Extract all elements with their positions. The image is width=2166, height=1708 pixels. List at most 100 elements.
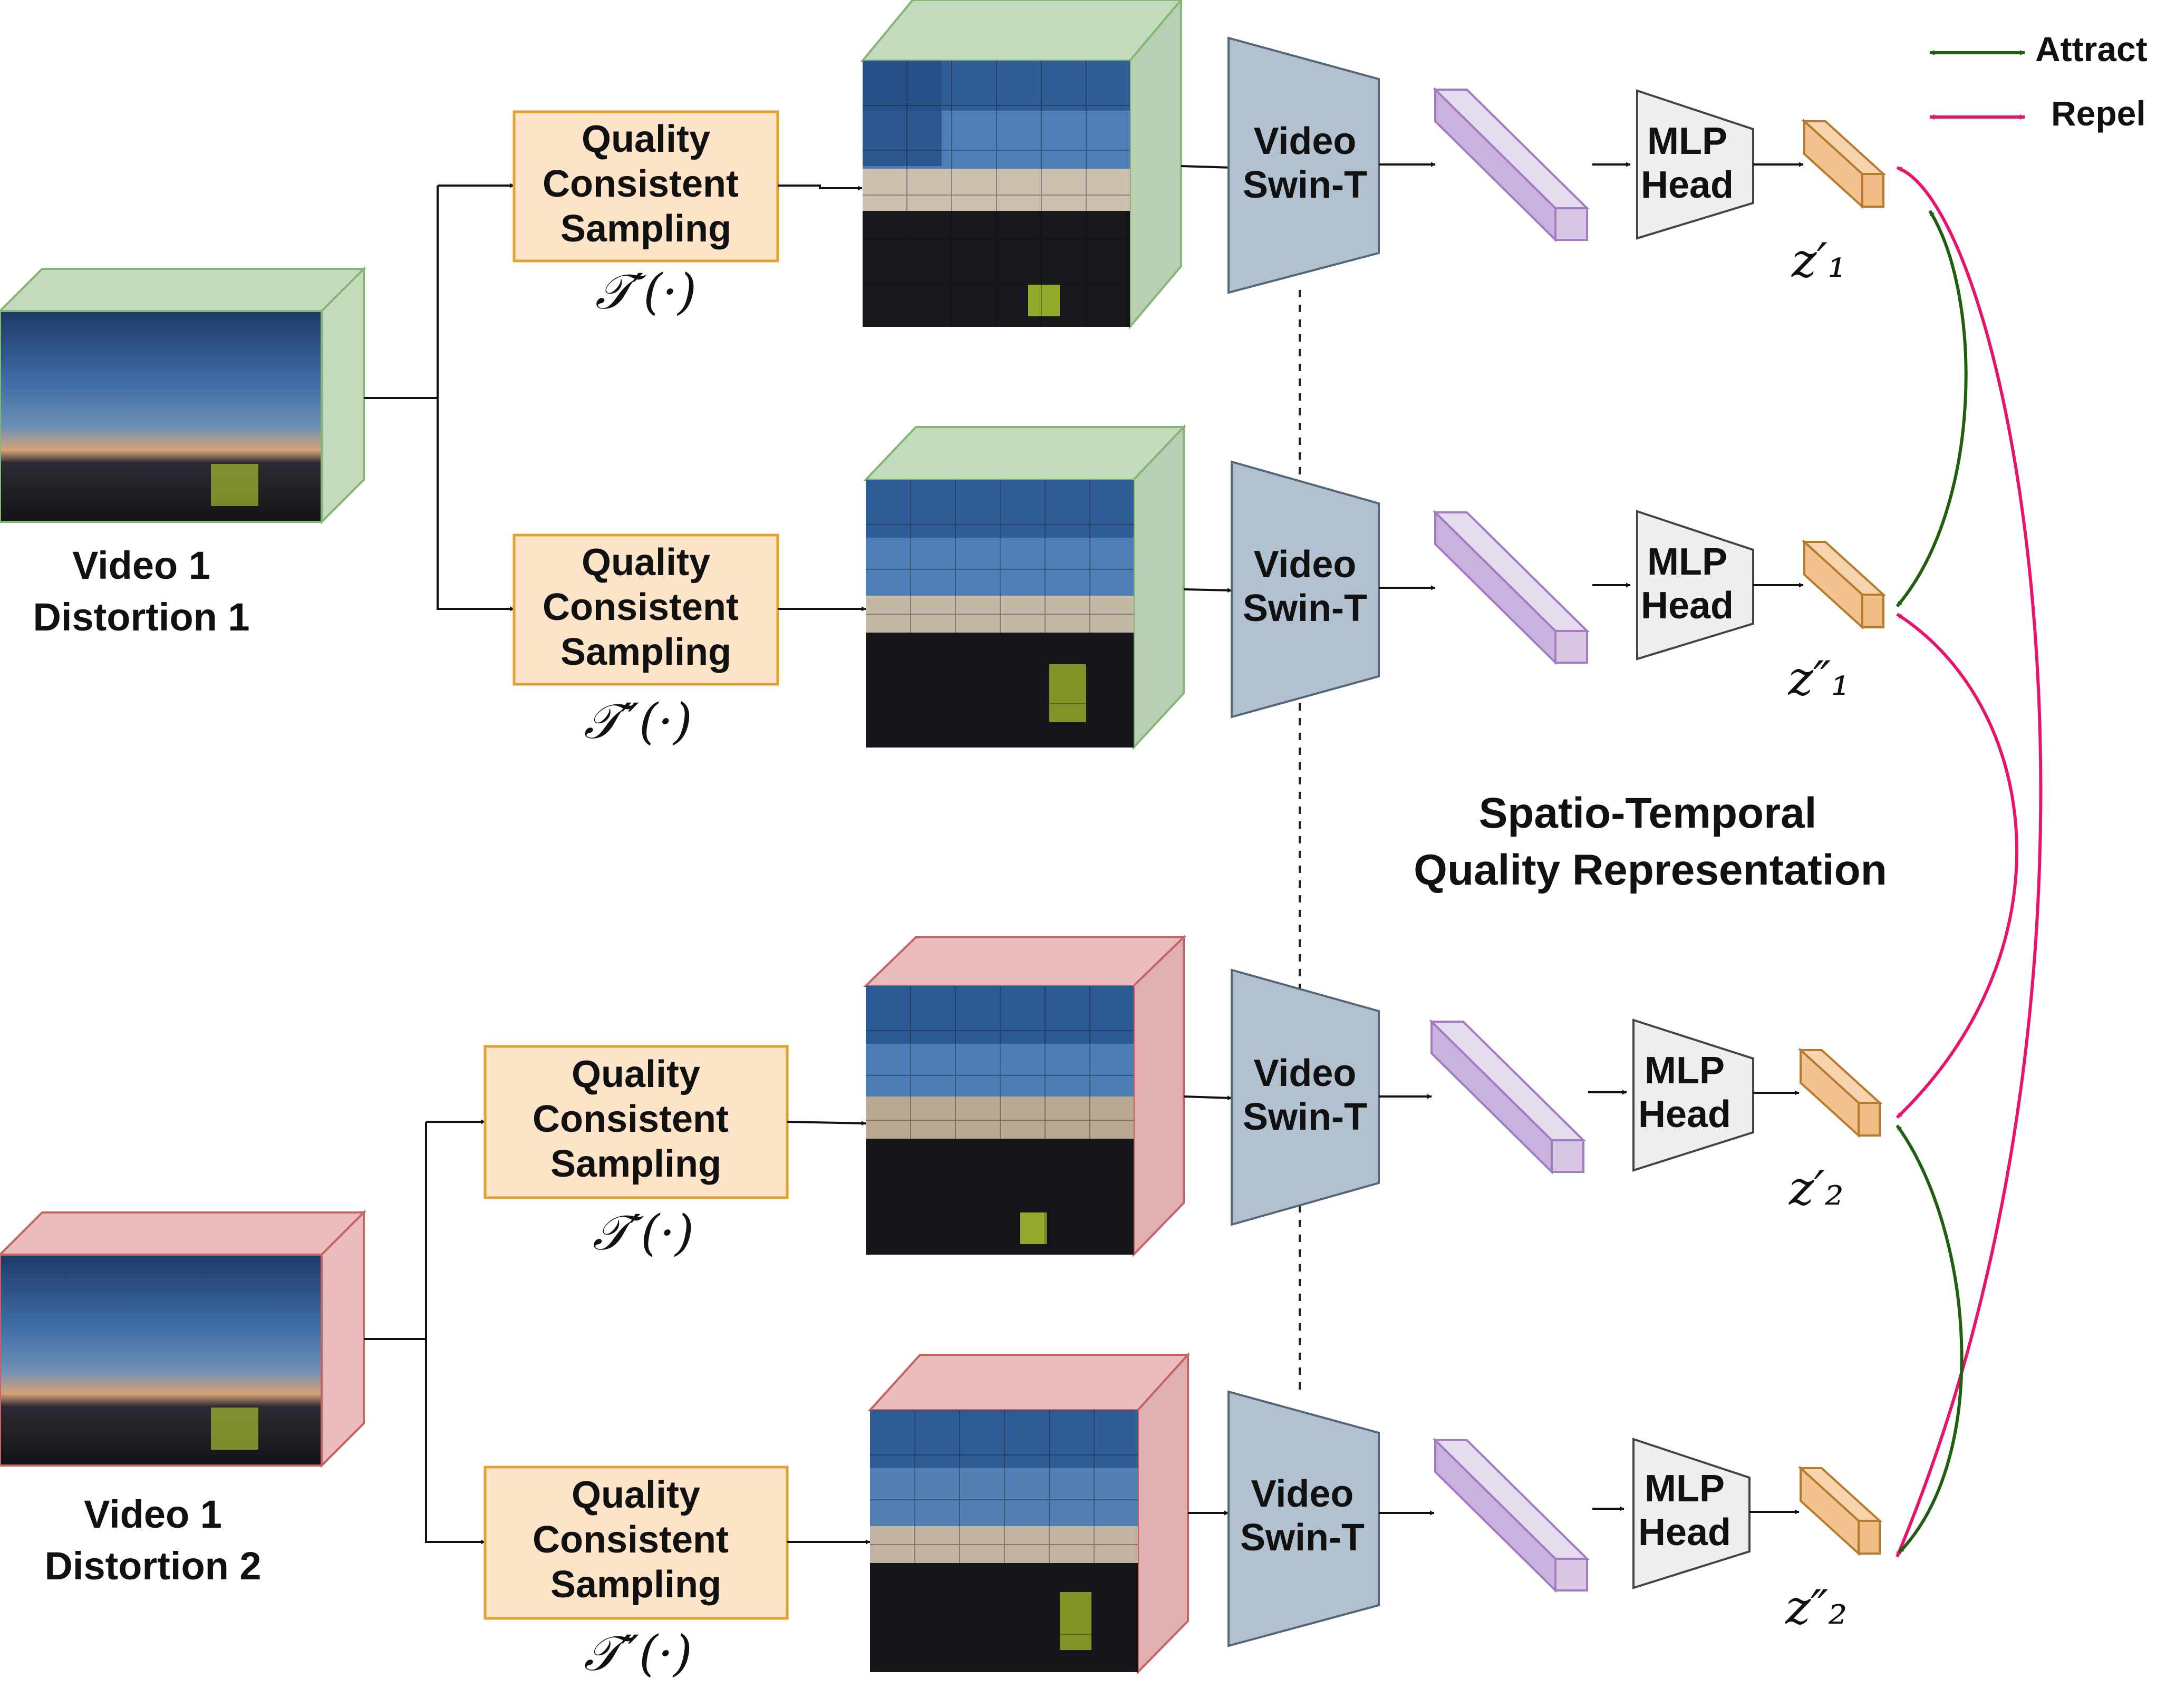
head-line1: MLP [1647, 541, 1727, 583]
feature-bar-3 [1429, 1019, 1586, 1175]
fragment-cube-side [1137, 1352, 1189, 1675]
sampling-line1: Quality [572, 1053, 700, 1095]
lit-building [211, 464, 258, 506]
head-line1: MLP [1645, 1050, 1725, 1092]
head-line1: MLP [1647, 120, 1727, 162]
input-1-line2: Distortion 1 [33, 595, 249, 639]
fragment-grid [866, 480, 1134, 748]
legend: Attract Repel [1929, 30, 2148, 133]
fragment-grid [866, 986, 1134, 1255]
feature-bar-4 [1433, 1438, 1590, 1593]
feature-bar-1 [1433, 87, 1590, 242]
legend-attract-label: Attract [2035, 30, 2148, 69]
to-sampling-4 [425, 1339, 486, 1545]
mlp-head-2: MLP Head [1636, 510, 1754, 661]
fragment-cube-side [1133, 424, 1185, 751]
fragment-cube-3 [863, 935, 1186, 1257]
sampling-line1: Quality [582, 541, 710, 584]
head-line1: MLP [1645, 1468, 1725, 1510]
input-2-line2: Distortion 2 [44, 1544, 261, 1588]
input-video-thumbnail [0, 1254, 323, 1467]
quality-sampling-box-2: Quality Consistent Sampling [513, 533, 779, 686]
input-2-line1: Video 1 [84, 1492, 222, 1536]
encoder-line1: Video [1254, 120, 1357, 162]
representation-title-line2: Quality Representation [1414, 846, 1887, 894]
attract-arc-video2 [1896, 1124, 1964, 1554]
fragment-cube-1 [860, 0, 1183, 330]
sampling-operator-t-double-prime: 𝒯″(·) [584, 1625, 692, 1682]
sampling-line1: Quality [572, 1474, 700, 1516]
embedding-label-z2-prime: z′₂ [1788, 1161, 1844, 1216]
repel-arc-z1prime-z2doubleprime [1896, 166, 2043, 1558]
sampling-line2: Consistent [533, 1519, 729, 1561]
input-video-distortion-2 [0, 1210, 366, 1468]
sampling-line2: Consistent [533, 1098, 729, 1140]
sampling-line3: Sampling [550, 1143, 721, 1185]
sampling-line2: Consistent [543, 163, 739, 205]
sampling-operator-t-prime: 𝒯′(·) [593, 1205, 694, 1261]
fragment-cube-top [863, 426, 1186, 481]
encoder-to-feature-arrows [1379, 162, 1436, 1516]
encoder-line2: Swin-T [1243, 1096, 1367, 1138]
encoder-line1: Video [1251, 1473, 1354, 1515]
repel-arc-z1doubleprime-z2prime [1896, 613, 2019, 1119]
embedding-label-z1-double-prime: z″₁ [1787, 651, 1850, 706]
head-line2: Head [1641, 164, 1734, 206]
sampling-line3: Sampling [550, 1564, 721, 1606]
mlp-head-1: MLP Head [1636, 89, 1754, 240]
sampling-operator-t-double-prime: 𝒯″(·) [584, 693, 692, 750]
attract-arc-video1 [1896, 210, 1968, 607]
fragment-cube-4 [867, 1352, 1191, 1675]
encoder-line2: Swin-T [1243, 164, 1367, 206]
encoder-line1: Video [1254, 1052, 1357, 1094]
head-line2: Head [1638, 1093, 1731, 1136]
embedding-label-z2-double-prime: z″₂ [1785, 1580, 1847, 1635]
embedding-block-2 [1801, 539, 1887, 630]
embedding-label-z1-prime: z′₁ [1791, 233, 1846, 288]
split-connectors [364, 183, 515, 1545]
legend-repel-label: Repel [2051, 94, 2146, 133]
sampling-operator-t-prime: 𝒯′(·) [595, 264, 697, 320]
encoder-line2: Swin-T [1243, 587, 1367, 629]
encoder-line2: Swin-T [1240, 1517, 1365, 1559]
sampling-to-cube-arrows [778, 185, 871, 1545]
input-video-thumbnail [0, 310, 323, 523]
input-cube-top [0, 1211, 366, 1256]
fragment-cube-side [1133, 935, 1185, 1257]
quality-sampling-box-4: Quality Consistent Sampling [484, 1466, 789, 1620]
input-cube-side [321, 266, 365, 525]
fragment-grid [863, 61, 1130, 327]
fragment-cube-top [860, 0, 1183, 62]
input-video-distortion-1 [0, 266, 366, 525]
fragment-cube-top [867, 1354, 1191, 1411]
head-line2: Head [1638, 1511, 1731, 1554]
encoder-line1: Video [1254, 544, 1357, 586]
embedding-block-1 [1801, 119, 1887, 209]
head-to-embedding-arrows [1749, 162, 1804, 1515]
to-sampling-2 [437, 398, 515, 612]
video-swin-encoder-1: Video Swin-T [1227, 36, 1380, 294]
contrastive-arcs [1896, 166, 2043, 1558]
split-line-2 [364, 1122, 427, 1340]
quality-sampling-box-1: Quality Consistent Sampling [513, 110, 779, 263]
video-swin-encoder-2: Video Swin-T [1231, 460, 1380, 719]
feature-to-head-arrows [1588, 162, 1631, 1511]
sampling-line1: Quality [582, 118, 710, 160]
split-line-1 [364, 186, 439, 399]
lit-building [211, 1408, 258, 1450]
embedding-block-3 [1797, 1047, 1883, 1138]
fragment-grid [870, 1410, 1138, 1672]
head-line2: Head [1641, 585, 1734, 627]
mlp-head-3: MLP Head [1632, 1018, 1754, 1172]
sampling-line3: Sampling [560, 631, 731, 673]
representation-title-line1: Spatio-Temporal [1479, 789, 1817, 837]
video-swin-encoder-3: Video Swin-T [1231, 968, 1380, 1226]
fragment-cube-2 [863, 424, 1186, 751]
cube-to-encoder-arrows [1181, 165, 1232, 1516]
fragment-cube-top [863, 936, 1186, 987]
input-cube-top [0, 268, 366, 312]
feature-bar-2 [1433, 510, 1590, 665]
mlp-head-4: MLP Head [1632, 1438, 1751, 1589]
embedding-block-4 [1797, 1466, 1883, 1556]
